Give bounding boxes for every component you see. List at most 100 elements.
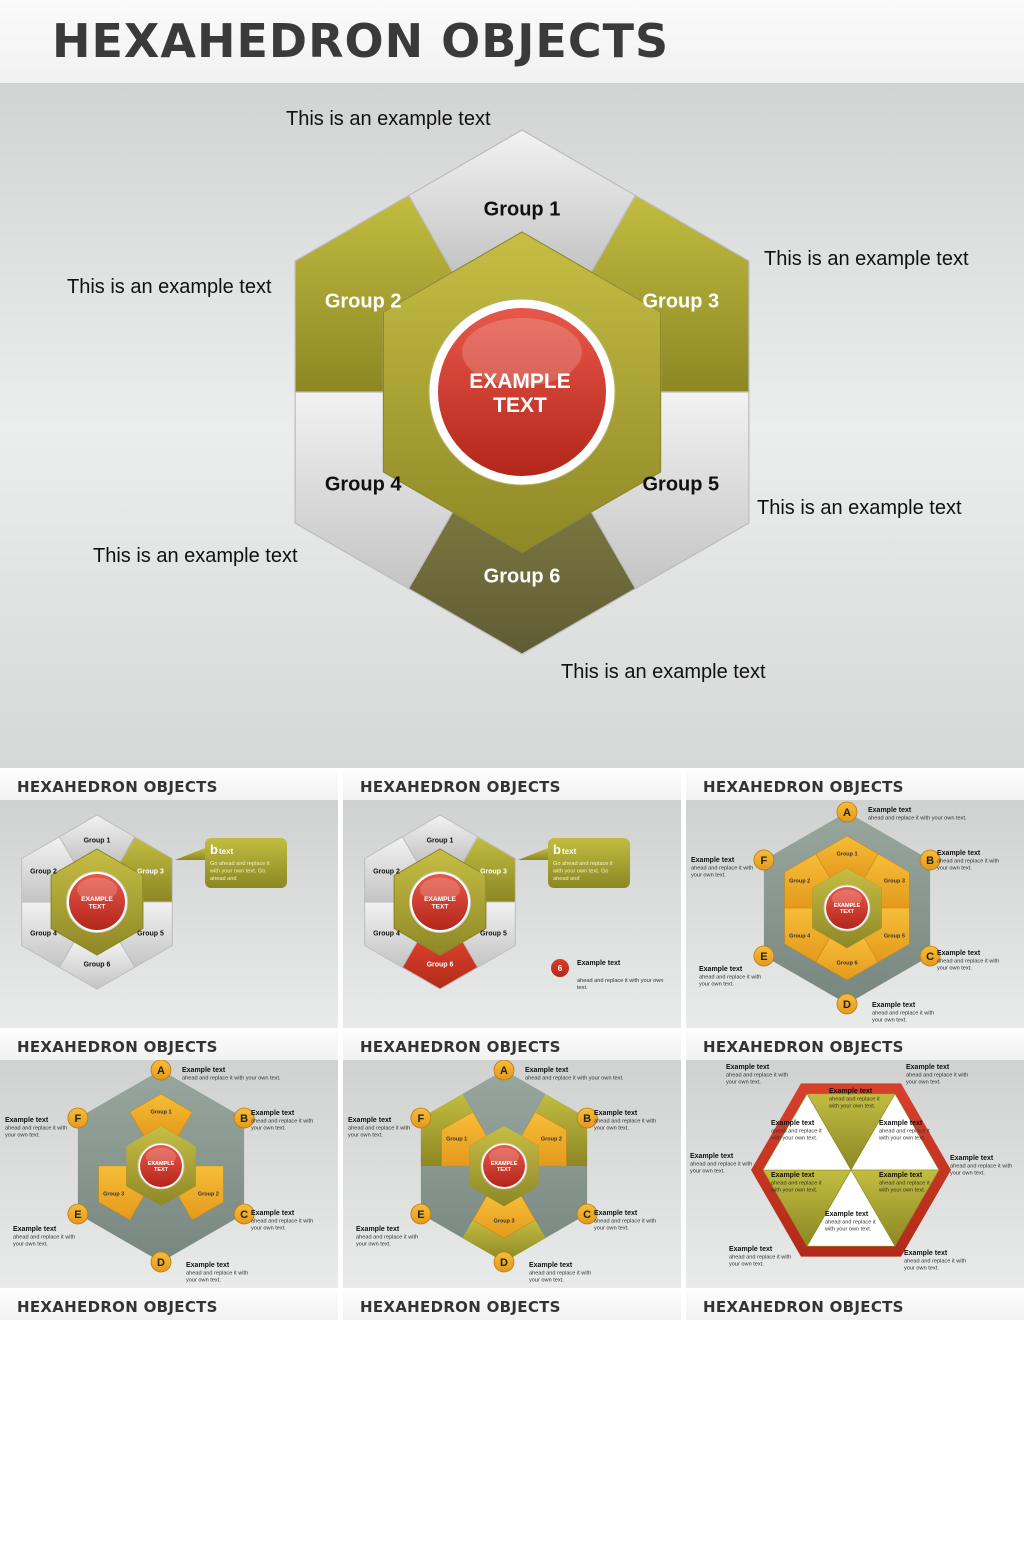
example-text-body: ahead and replace it: [879, 1181, 930, 1187]
center-label: TEXT: [89, 903, 106, 910]
vertex-marker-F: [410, 1107, 432, 1129]
example-text-body: ahead and replace it with: [726, 1073, 788, 1079]
example-text-body: your own text.: [950, 1170, 985, 1176]
bubble-heading: text: [562, 847, 577, 856]
example-text-body: ahead and replace it with: [699, 975, 761, 981]
example-text-body: with your own text.: [824, 1226, 872, 1232]
group-label: Group 2: [789, 879, 810, 885]
vertex-marker-D: [493, 1251, 515, 1273]
example-text-body: ahead and replace it with: [729, 1255, 791, 1261]
thumbnail-title: HEXAHEDRON OBJECTS: [17, 778, 218, 796]
example-text-body: your own text.: [529, 1277, 564, 1283]
example-text-heading: Example text: [904, 1250, 948, 1257]
group-label: Group 3: [884, 879, 905, 885]
vertex-marker-E: [67, 1203, 89, 1225]
example-text-heading: Example text: [868, 807, 912, 814]
example-text-body: with your own text.: [828, 1103, 876, 1109]
example-text-body: your own text.: [904, 1265, 939, 1271]
example-text-body: with your own text.: [878, 1187, 926, 1193]
thumbnail-title: HEXAHEDRON OBJECTS: [360, 1298, 561, 1316]
example-text-heading: Example text: [726, 1064, 770, 1071]
center-label: TEXT: [840, 909, 855, 915]
group-label: Group 2: [325, 290, 402, 312]
example-text-body: ahead and replace it: [825, 1220, 876, 1226]
example-text-heading: Example text: [937, 950, 981, 957]
thumbnail-6[interactable]: HEXAHEDRON OBJECTS Example text ahead and …: [686, 1030, 1024, 1288]
vertex-letter: F: [417, 1113, 424, 1125]
example-text-body: your own text.: [348, 1132, 383, 1138]
center-button: [438, 308, 606, 476]
thumbnail-title: HEXAHEDRON OBJECTS: [703, 1298, 904, 1316]
example-text-body: your own text.: [699, 981, 734, 987]
example-text-body: your own text.: [251, 1125, 286, 1131]
example-text-body: with your own text.: [770, 1135, 818, 1141]
group-label: Group 6: [836, 961, 857, 967]
center-label: EXAMPLE: [424, 896, 456, 903]
bubble-text: ahead and: [210, 876, 236, 882]
vertex-letter: A: [843, 807, 851, 819]
example-text-heading: Example text: [594, 1210, 638, 1217]
vertex-letter: F: [74, 1113, 81, 1125]
thumbnail-title: HEXAHEDRON OBJECTS: [360, 778, 561, 796]
group-label: Group 1: [84, 838, 111, 845]
example-text-body: your own text.: [594, 1225, 629, 1231]
example-text-body: your own text.: [251, 1225, 286, 1231]
thumbnail-9[interactable]: HEXAHEDRON OBJECTS: [686, 1290, 1024, 1548]
example-text-heading: Example text: [525, 1067, 569, 1074]
example-text-body: your own text.: [726, 1079, 761, 1085]
group-label: Group 5: [884, 933, 905, 939]
group-label: Group 2: [541, 1137, 562, 1143]
example-text-body: ahead and replace it with: [950, 1164, 1012, 1170]
thumbnail-header: HEXAHEDRON OBJECTS: [686, 1030, 1024, 1060]
vertex-letter: A: [500, 1065, 508, 1077]
orange-segment: [441, 1111, 488, 1167]
example-text-body: your own text.: [729, 1261, 764, 1267]
example-text-body: ahead and replace it with: [594, 1119, 656, 1125]
thumbnail-8[interactable]: HEXAHEDRON OBJECTS: [343, 1290, 681, 1548]
thumbnail-header: HEXAHEDRON OBJECTS: [686, 770, 1024, 800]
example-text-body: text.: [577, 985, 588, 991]
thumbnail-header: HEXAHEDRON OBJECTS: [0, 770, 338, 800]
example-text-body: your own text.: [186, 1277, 221, 1283]
vertex-marker-F: [67, 1107, 89, 1129]
example-text-body: ahead and replace it with: [937, 959, 999, 965]
vertex-marker-C: [919, 945, 941, 967]
vertex-marker-D: [150, 1251, 172, 1273]
example-text-body: ahead and replace it: [829, 1097, 880, 1103]
example-text-heading: Example text: [771, 1172, 815, 1179]
group-label: Group 1: [836, 851, 857, 857]
center-label: TEXT: [432, 903, 449, 910]
group-label: Group 6: [484, 565, 561, 587]
example-text-heading: Example text: [825, 1211, 869, 1218]
thumbnail-3[interactable]: HEXAHEDRON OBJECTS Group 1 Group 3 Group 5 G…: [686, 770, 1024, 1028]
example-text-heading: Example text: [251, 1110, 295, 1117]
vertex-letter: D: [157, 1257, 165, 1269]
callout-text: This is an example text: [764, 248, 969, 270]
center-label: TEXT: [497, 1167, 512, 1173]
group-label: Group 4: [789, 933, 811, 939]
example-text-heading: Example text: [879, 1120, 923, 1127]
marker-number: 6: [558, 964, 563, 973]
button-highlight: [462, 318, 582, 386]
vertex-marker-B: [233, 1107, 255, 1129]
center-label: EXAMPLE: [834, 903, 861, 909]
thumbnail-7[interactable]: HEXAHEDRON OBJECTS: [0, 1290, 338, 1548]
group-label: Group 5: [642, 474, 719, 496]
example-text-heading: Example text: [771, 1120, 815, 1127]
group-label: Group 6: [427, 961, 454, 968]
group-label: Group 2: [373, 869, 400, 876]
group-label: Group 6: [84, 961, 111, 968]
vertex-letter: B: [240, 1113, 248, 1125]
callout-text: This is an example text: [561, 661, 766, 683]
example-text-body: ahead and replace it with: [356, 1235, 418, 1241]
example-text-body: your own text.: [356, 1241, 391, 1247]
outer-segment: [535, 1094, 588, 1166]
center-button: [826, 887, 868, 929]
example-text-heading: Example text: [348, 1117, 392, 1124]
bubble-text: with your own text. Go: [209, 869, 265, 875]
